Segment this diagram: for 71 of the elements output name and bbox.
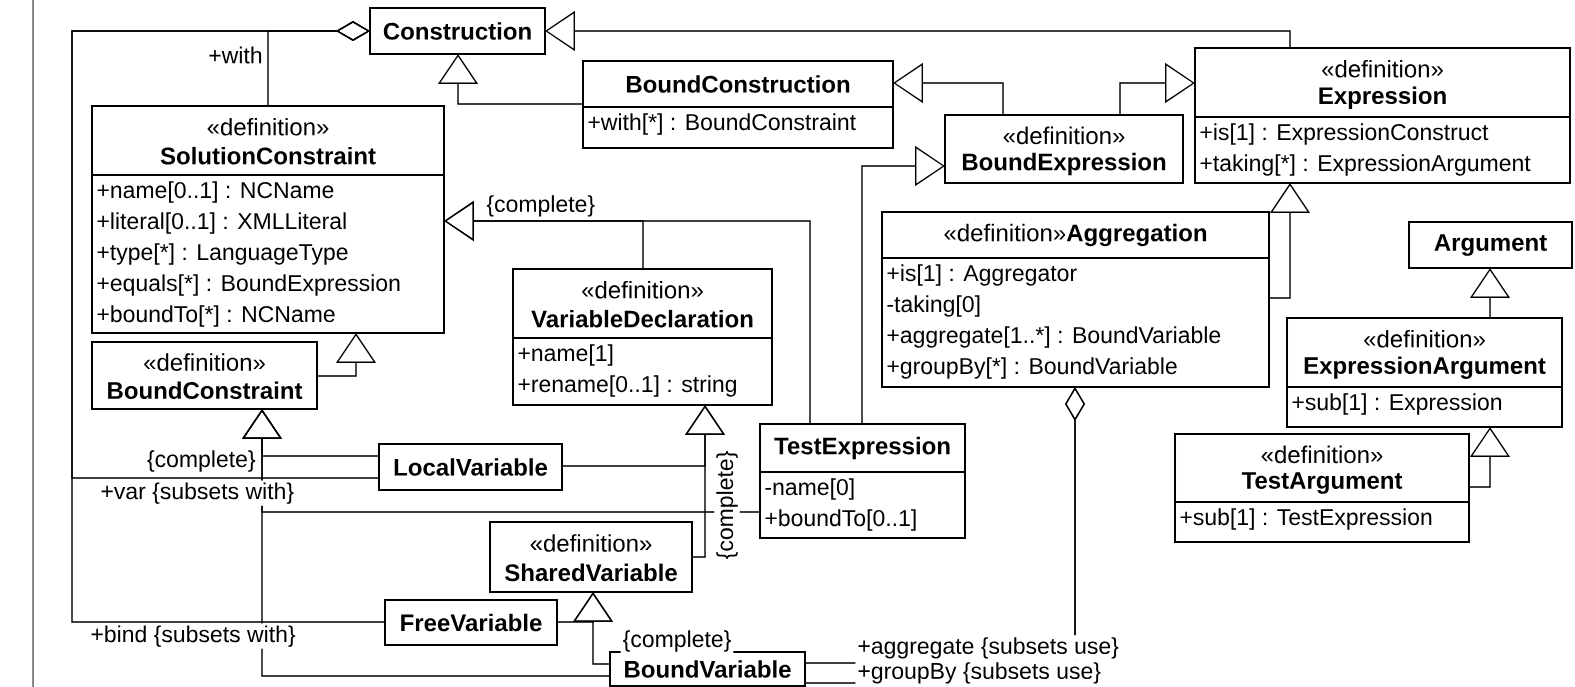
attribute-text: +sub[1] : Expression — [1292, 393, 1502, 415]
stereotype-label: «definition» — [1322, 59, 1443, 78]
attribute-text: +with[*] : BoundConstraint — [588, 113, 856, 135]
class-name: FreeVariable — [401, 613, 542, 632]
class-name: LocalVariable — [394, 458, 548, 476]
attribute-text: -name[0] — [765, 478, 854, 500]
attribute-text: +boundTo[*] : NCName — [97, 305, 335, 327]
generalization-arrow — [437, 54, 584, 105]
edge-label: +bind {subsets with} — [88, 623, 298, 649]
attribute-text: +type[*] : LanguageType — [97, 243, 348, 265]
stereotype-label: «definition» — [144, 353, 265, 371]
class-box — [759, 423, 966, 539]
stereotype-label: «definition» — [1003, 126, 1125, 145]
edge-label: {complete} — [714, 448, 740, 562]
class-box — [384, 599, 558, 646]
attribute-text: +literal[0..1] : XMLLiteral — [97, 212, 346, 234]
attribute-text: +is[1] : ExpressionConstruct — [1200, 123, 1489, 145]
generalization-arrow — [241, 409, 611, 677]
attribute-text: +rename[0..1] : string — [518, 375, 736, 397]
stereotype-label: «definition» — [530, 534, 652, 552]
class-box — [881, 211, 1270, 388]
class-name: Argument — [1434, 234, 1547, 256]
generalization-arrow — [1119, 62, 1195, 116]
class-name: SharedVariable — [505, 563, 677, 582]
attribute-text: -taking[0] — [887, 295, 980, 317]
generalization-arrow — [861, 145, 945, 425]
edge-label: +var {subsets with} — [98, 480, 297, 506]
attribute-text: +taking[*] : ExpressionArgument — [1200, 154, 1531, 176]
class-box — [489, 521, 693, 593]
stereotype-label: «definition» — [207, 117, 329, 136]
class-name: «definition»Aggregation — [944, 223, 1207, 247]
attribute-text: +groupBy[*] : BoundVariable — [887, 357, 1177, 379]
stereotype-label: «definition» — [1364, 329, 1485, 348]
edge-label: {complete} — [144, 448, 258, 474]
class-box — [91, 105, 445, 334]
class-name: BoundVariable — [625, 660, 791, 678]
class-name: BoundExpression — [962, 152, 1166, 176]
stereotype-label: «definition» — [582, 280, 703, 299]
class-name: SolutionConstraint — [160, 146, 376, 165]
class-box — [1408, 221, 1573, 269]
edge-label: +aggregate {subsets use} — [855, 635, 1121, 661]
aggregation-line — [71, 21, 386, 623]
class-box — [512, 268, 773, 406]
attribute-text: +name[1] — [518, 344, 613, 366]
class-box — [91, 341, 318, 410]
attribute-text: +boundTo[0..1] — [765, 509, 916, 531]
edge-label: +groupBy {subsets use} — [855, 660, 1103, 686]
attribute-text: +is[1] : Aggregator — [887, 264, 1077, 286]
class-name: Expression — [1319, 86, 1446, 109]
class-box — [582, 60, 894, 149]
class-box — [369, 7, 546, 55]
attribute-text: +name[0..1] : NCName — [97, 181, 334, 203]
edge-label: {complete} — [620, 628, 734, 654]
class-box — [1174, 433, 1470, 543]
stereotype-label: «definition» — [1261, 445, 1383, 464]
class-name: ExpressionArgument — [1304, 356, 1546, 379]
class-name: BoundConstraint — [108, 381, 303, 400]
class-name: TestExpression — [774, 436, 950, 460]
class-box — [378, 443, 563, 491]
attribute-text: +sub[1] : TestExpression — [1180, 508, 1432, 530]
attribute-text: +aggregate[1..*] : BoundVariable — [887, 326, 1221, 348]
edge-label: {complete} — [484, 193, 598, 219]
class-name: VariableDeclaration — [531, 309, 753, 328]
class-name: Construction — [383, 22, 531, 40]
class-box — [1194, 47, 1571, 184]
class-box — [1286, 317, 1563, 428]
class-name: TestArgument — [1241, 472, 1403, 494]
edge-label: +with — [206, 44, 265, 66]
class-name: BoundConstruction — [626, 75, 850, 93]
attribute-text: +equals[*] : BoundExpression — [97, 274, 400, 296]
class-box — [944, 114, 1184, 184]
